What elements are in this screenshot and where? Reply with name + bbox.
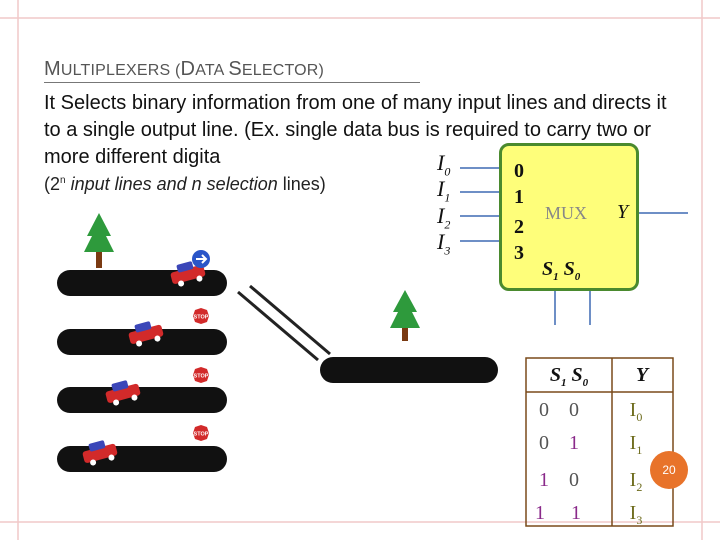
mux-label: MUX (545, 203, 588, 223)
mux-index-0: 0 (514, 160, 524, 182)
page-number-badge: 20 (650, 451, 688, 489)
mux-index-3: 3 (514, 242, 524, 264)
mux-block (499, 143, 639, 291)
mux-index-2: 2 (514, 216, 524, 238)
stop-sign-text: STOP (194, 374, 209, 380)
input-label-i0: I0 (437, 150, 451, 179)
go-arrow-icon (192, 250, 210, 268)
s0-value: 0 (569, 469, 579, 491)
car-icon (128, 321, 164, 347)
road-lane-2 (57, 387, 227, 413)
tree-icon (390, 290, 420, 341)
y-value: I0 (629, 399, 643, 424)
truth-table-grid (525, 357, 674, 527)
mux-output-label: Y (617, 201, 629, 223)
title-underline (44, 82, 420, 83)
road-lane-1 (57, 329, 227, 355)
tree-icon (84, 213, 114, 268)
stop-sign-text: STOP (194, 432, 209, 438)
stop-sign-icon: STOP (193, 308, 209, 324)
car-icon (170, 261, 206, 287)
stop-sign-icon: STOP (193, 367, 209, 383)
s0-value: 1 (571, 502, 581, 524)
road-output (320, 357, 498, 383)
mux-wires (460, 167, 688, 325)
truth-table-header-output: Y (635, 364, 649, 386)
select-lines-label: S1 S0 (542, 258, 581, 283)
multiplexer-road-illustration: STOP STOP STOP (57, 213, 498, 472)
s0-value: 0 (569, 399, 579, 421)
y-value: I3 (629, 502, 643, 527)
description-text: It Selects binary information from one o… (44, 92, 667, 168)
s1-value: 1 (539, 469, 549, 491)
stop-sign-icon: STOP (193, 425, 209, 441)
s0-value: 1 (569, 432, 579, 454)
input-label-i3: I3 (437, 229, 451, 258)
stop-sign-text: STOP (194, 315, 209, 321)
car-icon (105, 380, 141, 406)
s1-value: 0 (539, 432, 549, 454)
mux-index-1: 1 (514, 186, 524, 208)
truth-table-header-select: S1 S0 (549, 364, 589, 389)
s1-value: 1 (535, 502, 545, 524)
s1-value: 0 (539, 399, 549, 421)
y-value: I2 (629, 469, 643, 494)
input-label-i1: I1 (437, 176, 451, 205)
car-icon (82, 440, 118, 466)
input-label-i2: I2 (437, 203, 451, 232)
input-lines-note: (2n input lines and n selection lines) (44, 174, 326, 194)
y-value: I1 (629, 432, 643, 457)
road-lane-3 (57, 446, 227, 472)
slide-title: MULTIPLEXERS (DATA SELECTOR) (44, 58, 325, 80)
